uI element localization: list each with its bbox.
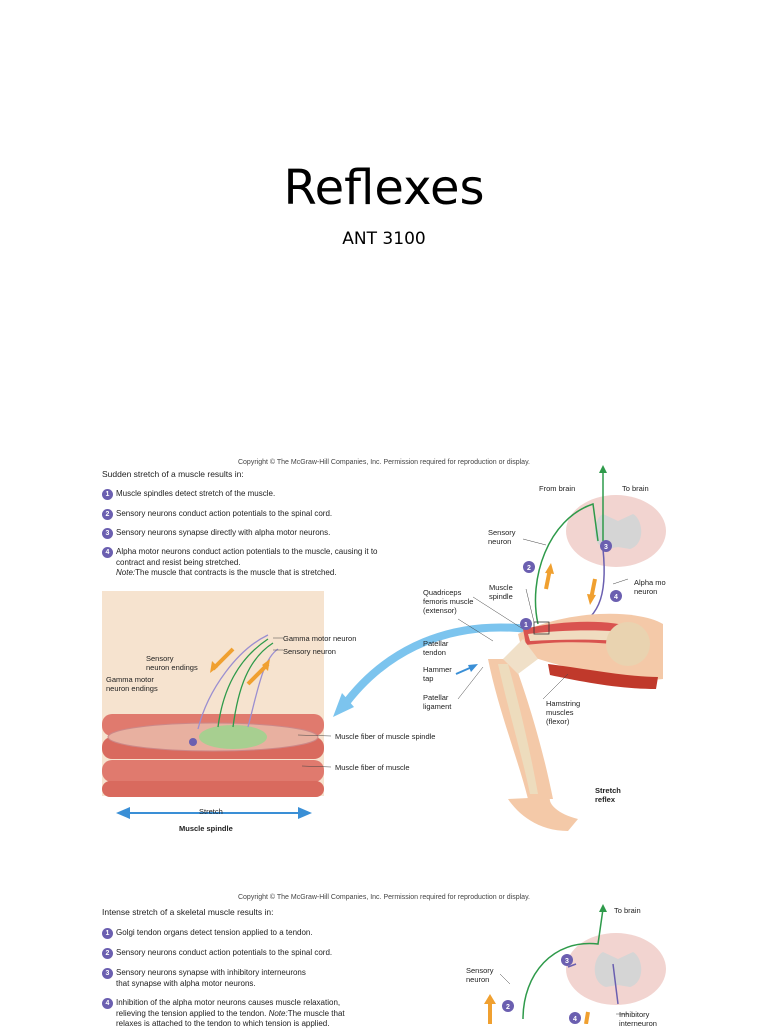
note-text: The muscle that bbox=[287, 1009, 345, 1018]
marker-4-label: 4 bbox=[614, 594, 618, 601]
step-number: 1 bbox=[102, 928, 113, 939]
label-sensory-neuron-spindle: Sensory neuron bbox=[283, 647, 336, 656]
figure2-copyright: Copyright © The McGraw-Hill Companies, I… bbox=[237, 894, 530, 901]
step-number: 3 bbox=[102, 968, 113, 979]
step-text: Sensory neurons conduct action potential… bbox=[116, 948, 333, 957]
marker-2 bbox=[523, 561, 535, 573]
step-number: 2 bbox=[102, 509, 113, 520]
step-text: Muscle spindles detect stretch of the mu… bbox=[116, 489, 276, 498]
step-number: 4 bbox=[102, 998, 113, 1009]
label-to-brain: To brain bbox=[614, 906, 641, 915]
figure1-note: Note: The muscle that contracts is the m… bbox=[116, 568, 337, 578]
figure1-step-2: 2 Sensory neurons conduct action potenti… bbox=[102, 509, 332, 520]
figure1-intro: Sudden stretch of a muscle results in: bbox=[102, 469, 244, 479]
spindle-nerve-fibers bbox=[197, 634, 279, 730]
label-stretch: Stretch bbox=[199, 807, 223, 816]
label-from-brain: From brain bbox=[539, 484, 576, 493]
leg-illustration bbox=[488, 613, 663, 831]
step-number: 1 bbox=[102, 489, 113, 500]
figure1-step-4-cont: contract and resist being stretched. bbox=[116, 558, 241, 567]
step-markers bbox=[189, 540, 622, 746]
step-text: Inhibition of the alpha motor neurons ca… bbox=[116, 998, 341, 1007]
marker-2-label: 2 bbox=[506, 1004, 510, 1011]
marker-2-label: 2 bbox=[527, 565, 531, 572]
marker-1-label: 1 bbox=[524, 622, 528, 629]
stretch-reflex-figure: 1 2 3 4 Copyright © The McGraw-Hill Comp… bbox=[98, 459, 670, 837]
step-text: Alpha motor neurons conduct action poten… bbox=[116, 547, 378, 556]
blue-callout-arrow bbox=[339, 623, 529, 710]
marker-4 bbox=[610, 590, 622, 602]
marker-4-label: 4 bbox=[573, 1016, 577, 1023]
figure2-step-4-cont2: relaxes is attached to the tendon to whi… bbox=[116, 1019, 330, 1028]
muscle-fibers bbox=[102, 714, 324, 797]
note-text: The muscle that contracts is the muscle … bbox=[135, 568, 337, 577]
marker-3 bbox=[600, 540, 612, 552]
label-muscle-spindle-caption: Muscle spindle bbox=[179, 824, 233, 833]
step-text: Sensory neurons synapse with inhibitory … bbox=[116, 968, 306, 977]
step-number: 4 bbox=[102, 547, 113, 558]
marker-3 bbox=[561, 954, 573, 966]
marker-3-label: 3 bbox=[565, 958, 569, 965]
label-gamma-motor-neuron: Gamma motor neuron bbox=[283, 634, 357, 643]
figure2-step-4-cont: relieving the tension applied to the ten… bbox=[116, 1009, 345, 1018]
figure2-step-3: 3 Sensory neurons synapse with inhibitor… bbox=[102, 968, 306, 979]
step-text: Sensory neurons conduct action potential… bbox=[116, 509, 333, 518]
figure2-intro: Intense stretch of a skeletal muscle res… bbox=[102, 907, 274, 917]
note-label: Note: bbox=[268, 1009, 288, 1018]
step-text: Golgi tendon organs detect tension appli… bbox=[116, 928, 313, 937]
step-number: 3 bbox=[102, 528, 113, 539]
marker-1 bbox=[520, 618, 532, 630]
label-fiber-muscle: Muscle fiber of muscle bbox=[335, 763, 410, 772]
label-to-brain: To brain bbox=[622, 484, 649, 493]
step-number: 2 bbox=[102, 948, 113, 959]
figure2-step-3-cont: that synapse with alpha motor neurons. bbox=[116, 979, 256, 988]
leader-lines bbox=[273, 538, 629, 768]
step-text: Sensory neurons synapse directly with al… bbox=[116, 528, 331, 537]
figure1-step-1: 1 Muscle spindles detect stretch of the … bbox=[102, 489, 275, 500]
marker-4 bbox=[569, 1012, 581, 1024]
marker-1b bbox=[189, 738, 197, 746]
figure2-step-1: 1 Golgi tendon organs detect tension app… bbox=[102, 928, 313, 939]
note-label: Note: bbox=[116, 568, 136, 577]
figure1-copyright: Copyright © The McGraw-Hill Companies, I… bbox=[237, 459, 530, 466]
slide-subtitle: ANT 3100 bbox=[342, 229, 426, 249]
figure1-step-3: 3 Sensory neurons synapse directly with … bbox=[102, 528, 330, 539]
figure2-step-4: 4 Inhibition of the alpha motor neurons … bbox=[102, 998, 340, 1009]
marker-2 bbox=[502, 1000, 514, 1012]
figure2-step-2: 2 Sensory neurons conduct action potenti… bbox=[102, 948, 332, 959]
marker-3-label: 3 bbox=[604, 544, 608, 551]
stretch-arrow bbox=[116, 807, 312, 819]
sensory-pathway bbox=[534, 503, 599, 625]
golgi-reflex-illustration: 3 2 4 bbox=[484, 904, 666, 1024]
slide-title: Reflexes bbox=[283, 160, 485, 216]
figure1-step-4: 4 Alpha motor neurons conduct action pot… bbox=[102, 547, 377, 558]
golgi-tendon-reflex-figure: 3 2 4 Copyright © The McGraw-Hill Compan… bbox=[98, 894, 670, 1028]
label-fiber-spindle: Muscle fiber of muscle spindle bbox=[335, 732, 436, 741]
stretch-reflex-illustration: 1 2 3 4 bbox=[102, 465, 666, 831]
